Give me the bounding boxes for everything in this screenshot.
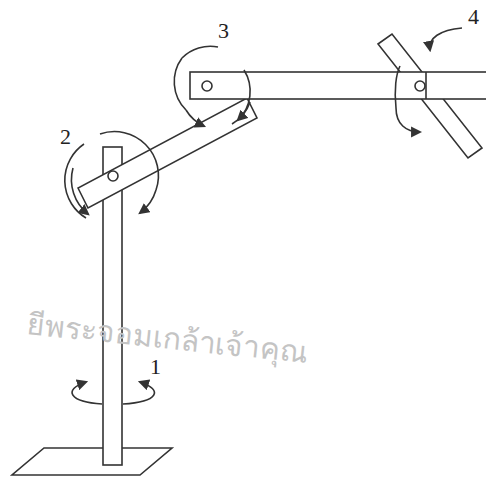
upper-arm-link bbox=[78, 98, 257, 208]
joint-pin bbox=[415, 81, 425, 91]
rotation-arrow bbox=[71, 168, 88, 214]
rotation-arrow bbox=[123, 382, 154, 404]
rotation-arrow bbox=[65, 132, 159, 218]
rotation-arrow bbox=[396, 108, 420, 132]
rotation-arrow bbox=[174, 58, 250, 124]
rotation-arrow bbox=[430, 28, 462, 50]
callout-number: 4 bbox=[468, 6, 479, 28]
rotation-arrow bbox=[395, 66, 400, 108]
joint-pin bbox=[108, 171, 118, 181]
forearm-link bbox=[190, 72, 486, 99]
rotation-arrow bbox=[72, 382, 102, 404]
joint-pin bbox=[202, 81, 212, 91]
rotation-arrow bbox=[238, 70, 250, 120]
rotation-arrow bbox=[182, 46, 218, 58]
callout-number: 2 bbox=[60, 126, 71, 148]
callout-number: 3 bbox=[218, 20, 229, 42]
rotation-arrow bbox=[186, 110, 204, 126]
watermark: ยีพระจอมเกล้าเจ้าคุณ bbox=[25, 300, 310, 376]
base-plate bbox=[12, 448, 172, 475]
rotation-arrow bbox=[140, 190, 156, 213]
